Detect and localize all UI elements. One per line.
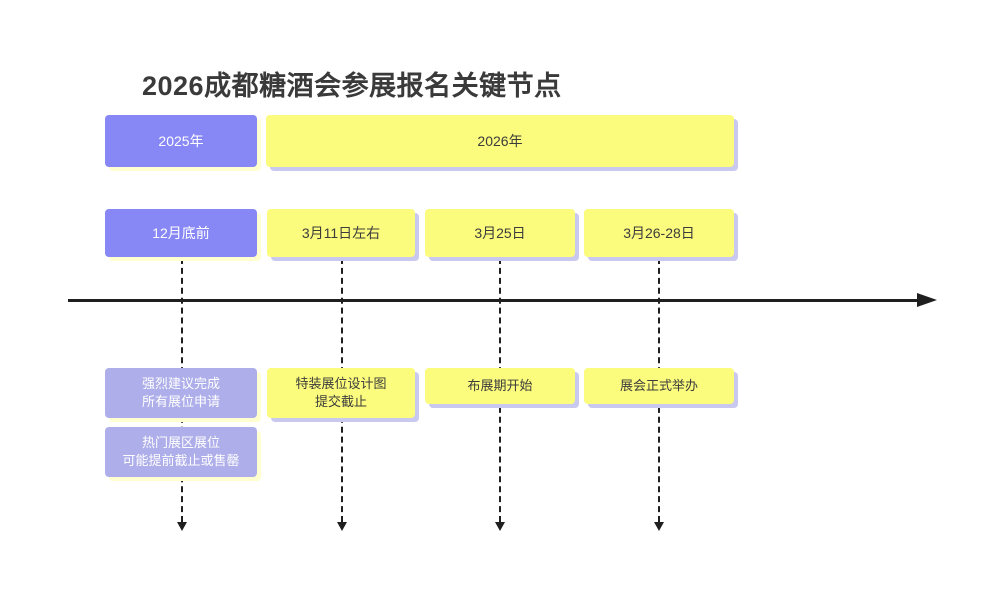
date-box-mar26-28: 3月26-28日	[584, 209, 734, 257]
page-title: 2026成都糖酒会参展报名关键节点	[142, 71, 562, 101]
event-box-design-deadline: 特装展位设计图 提交截止	[267, 368, 415, 418]
timeline-axis	[68, 293, 937, 307]
date-box-dec: 12月底前	[105, 209, 257, 257]
arrow-right-icon	[917, 293, 937, 307]
event-box-booth-application: 强烈建议完成 所有展位申请	[105, 368, 257, 418]
event-box-setup-start: 布展期开始	[425, 368, 575, 404]
event-box-exhibition-open: 展会正式举办	[584, 368, 734, 404]
event-box-hot-zone-notice: 热门展区展位 可能提前截止或售罄	[105, 427, 257, 477]
year-box-2026: 2026年	[266, 115, 734, 167]
year-box-2025: 2025年	[105, 115, 257, 167]
arrow-down-icon	[337, 522, 347, 531]
arrow-down-icon	[177, 522, 187, 531]
date-box-mar25: 3月25日	[425, 209, 575, 257]
date-box-mar11: 3月11日左右	[267, 209, 415, 257]
arrow-down-icon	[654, 522, 664, 531]
arrow-down-icon	[495, 522, 505, 531]
